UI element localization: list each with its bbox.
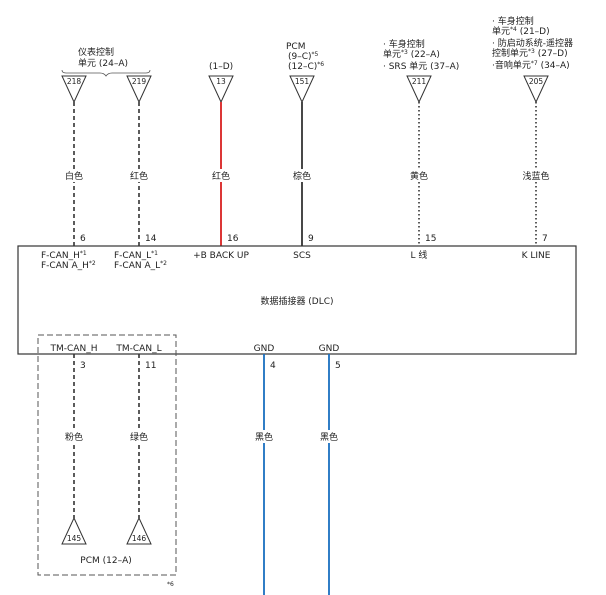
terminal-triangle xyxy=(61,75,87,104)
wire-label-bg xyxy=(252,430,276,443)
wire-219: 219 红色 xyxy=(126,75,152,246)
terminal-triangle xyxy=(61,516,87,545)
terminal-number: 219 xyxy=(132,77,147,86)
pin-number: 3 xyxy=(80,361,86,371)
wire-gnd-5: 黑色 xyxy=(317,354,341,595)
header-text: 仪表控制 xyxy=(78,46,114,58)
header-text: · 车身控制 xyxy=(383,38,425,50)
header-text: ·音响单元*7 (34–A) xyxy=(492,59,570,71)
connector-title: 数据插接器 (DLC) xyxy=(260,295,333,307)
wire-label-bg xyxy=(290,169,314,182)
header-text: (1–D) xyxy=(209,62,233,72)
header-text: (9–C)*5 xyxy=(288,51,319,62)
wire-151: 151 棕色 xyxy=(289,75,315,246)
pin-label: TM-CAN_L xyxy=(115,344,161,354)
wire-color-label: 红色 xyxy=(130,170,148,182)
terminal-number: 146 xyxy=(132,534,147,543)
terminal-triangle xyxy=(208,75,234,104)
header-text: (12–C)*6 xyxy=(288,61,324,72)
wire-color-label: 黑色 xyxy=(320,431,338,443)
header-text: 控制单元*3 (27–D) xyxy=(492,47,568,59)
header-text: PCM xyxy=(286,42,305,52)
wire-label-bg xyxy=(62,430,86,443)
header-body-control-unit: · 车身控制 单元*3 (22–A) · SRS 单元 (37–A) xyxy=(383,38,459,72)
pin-label: GND xyxy=(254,344,275,354)
dlc-connector-box xyxy=(17,245,577,355)
pin-number: 4 xyxy=(270,361,276,371)
wire-218: 218 白色 xyxy=(61,75,87,246)
pin-number: 14 xyxy=(145,234,157,244)
pin-label: +B BACK UP xyxy=(193,251,249,261)
footnote-marker: *6 xyxy=(167,581,174,588)
wire-label-bg xyxy=(209,169,233,182)
header-text: · 车身控制 xyxy=(492,15,534,27)
wire-label-bg xyxy=(127,169,151,182)
pin-number: 7 xyxy=(542,234,548,244)
terminal-number: 13 xyxy=(216,77,226,86)
pin-label: K LINE xyxy=(522,251,551,261)
top-wires: 218 白色 219 红色 13 红色 151 棕色 2 xyxy=(61,75,552,246)
wire-color-label: 白色 xyxy=(65,170,83,182)
wire-label-bg xyxy=(317,430,341,443)
terminal-number: 205 xyxy=(529,77,544,86)
wire-label-bg xyxy=(62,169,86,182)
terminal-number: 218 xyxy=(67,77,82,86)
wire-color-label: 浅蓝色 xyxy=(522,170,549,182)
pin-label: F-CAN_L*1 xyxy=(114,250,158,261)
pin-label: F-CAN_H*1 xyxy=(41,250,87,261)
wire-color-label: 黄色 xyxy=(410,170,428,182)
header-text: 单元 (24–A) xyxy=(78,57,128,69)
wire-146: 绿色 146 xyxy=(126,354,152,545)
header-instrument-control-unit: 仪表控制 单元 (24–A) xyxy=(61,46,151,77)
terminal-triangle xyxy=(126,516,152,545)
pin-label: F-CAN A_H*2 xyxy=(41,260,96,271)
pin-number: 9 xyxy=(308,234,314,244)
header-pcm: PCM (9–C)*5 (12–C)*6 xyxy=(286,42,324,72)
terminal-triangle xyxy=(523,75,549,104)
wire-13: 13 红色 xyxy=(208,75,234,246)
wire-color-label: 棕色 xyxy=(293,170,311,182)
terminal-triangle xyxy=(406,75,432,104)
pin-number: 5 xyxy=(335,361,341,371)
terminal-number: 211 xyxy=(412,77,427,86)
wire-label-bg xyxy=(407,169,431,182)
pin-label: F-CAN A_L*2 xyxy=(114,260,167,271)
wire-label-bg xyxy=(520,169,552,182)
wire-color-label: 黑色 xyxy=(255,431,273,443)
pin-label: TM-CAN_H xyxy=(50,344,98,354)
pin-number: 16 xyxy=(227,234,239,244)
header-text: · SRS 单元 (37–A) xyxy=(383,60,459,72)
wire-205: 205 浅蓝色 xyxy=(520,75,552,246)
terminal-number: 151 xyxy=(295,77,310,86)
wire-color-label: 绿色 xyxy=(130,431,148,443)
wire-145: 粉色 145 xyxy=(61,354,87,545)
terminal-triangle xyxy=(126,75,152,104)
pcm-dashed-box xyxy=(37,334,177,576)
header-body-control-unit-2: · 车身控制 单元*4 (21–D) · 防启动系统-遥控器 控制单元*3 (2… xyxy=(492,15,573,71)
terminal-number: 145 xyxy=(67,534,82,543)
pin-label: GND xyxy=(319,344,340,354)
wire-gnd-4: 黑色 xyxy=(252,354,276,595)
header-text: 单元*4 (21–D) xyxy=(492,25,550,37)
pin-number: 11 xyxy=(145,361,156,371)
pcm-label: PCM (12–A) xyxy=(80,556,131,566)
wire-211: 211 黄色 xyxy=(406,75,432,246)
header-text: 单元*3 (22–A) xyxy=(383,48,440,60)
pin-label: SCS xyxy=(293,251,311,261)
pin-label: L 线 xyxy=(411,249,428,261)
wire-color-label: 粉色 xyxy=(65,431,83,443)
pin-number: 15 xyxy=(425,234,436,244)
wire-label-bg xyxy=(127,430,151,443)
terminal-triangle xyxy=(289,75,315,104)
header-text: · 防启动系统-遥控器 xyxy=(492,37,573,49)
wire-color-label: 红色 xyxy=(212,170,230,182)
bracket-line xyxy=(61,69,151,77)
pin-number: 6 xyxy=(80,234,86,244)
